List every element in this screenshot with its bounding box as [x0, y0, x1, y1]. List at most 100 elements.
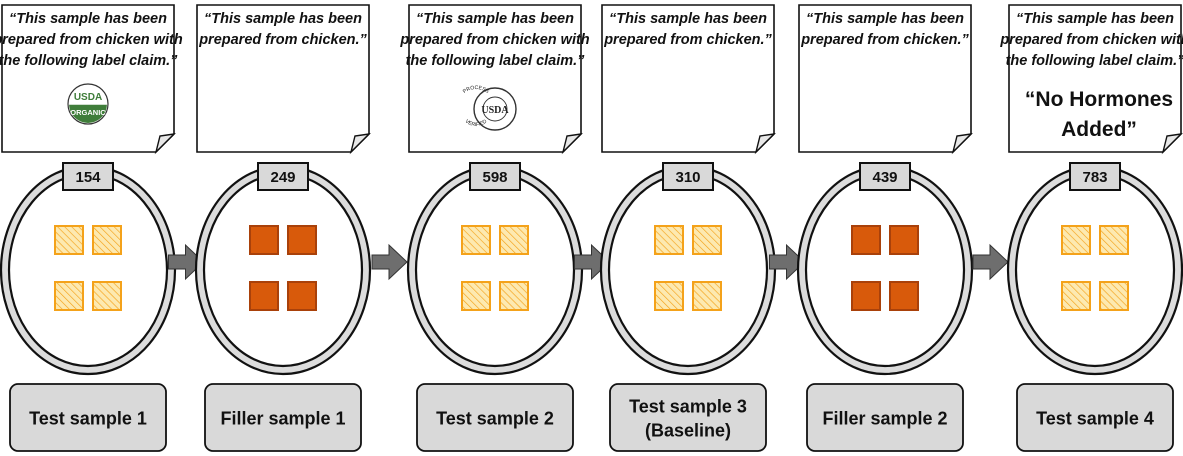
sample-name: Test sample 2: [436, 409, 554, 429]
sample-name: (Baseline): [645, 421, 731, 441]
folded-corner-icon: [1161, 133, 1183, 155]
sample-name: Test sample 1: [29, 409, 147, 429]
test-chicken-piece: [1061, 281, 1091, 311]
filler-chicken-piece: [851, 225, 881, 255]
next-step-arrow-icon: [769, 243, 806, 281]
sample-code-tag: [257, 162, 309, 191]
sample-code-tag: [62, 162, 114, 191]
next-step-arrow-icon: [972, 243, 1009, 281]
test-chicken-piece: [654, 225, 684, 255]
test-chicken-piece: [1099, 281, 1129, 311]
card-text-line: the following label claim.”: [0, 53, 178, 69]
sample-code-tag: [662, 162, 714, 191]
folded-corner-icon: [154, 133, 176, 155]
test-chicken-piece: [692, 281, 722, 311]
sample-code-tag: [859, 162, 911, 191]
folded-corner-icon: [754, 133, 776, 155]
card-text-line: “This sample has been: [806, 11, 964, 27]
claim-text-line: Added”: [1061, 118, 1137, 141]
plate-inner: [607, 172, 769, 368]
sample-step-4: “This sample has been prepared from chick…: [599, 4, 777, 452]
usda-organic-seal-icon: USDA ORGANIC: [67, 83, 109, 125]
filler-chicken-piece: [287, 281, 317, 311]
sample-code: 783: [1082, 169, 1107, 186]
plate-inner: [804, 172, 966, 368]
filler-chicken-piece: [287, 225, 317, 255]
sample-name: Filler sample 1: [220, 409, 345, 429]
card-text-line: the following label claim.”: [406, 53, 586, 69]
sample-name-box: [1016, 383, 1174, 452]
sample-name: Filler sample 2: [822, 409, 947, 429]
test-chicken-piece: [654, 281, 684, 311]
card-text-line: prepared from chicken with: [999, 32, 1183, 48]
test-chicken-piece: [54, 281, 84, 311]
filler-chicken-piece: [851, 281, 881, 311]
sample-step-6: “This sample has been prepared from chick…: [999, 4, 1183, 452]
test-chicken-piece: [461, 225, 491, 255]
sample-code: 310: [675, 169, 700, 186]
usda-text: USDA: [74, 92, 102, 103]
sample-code-tag: [1069, 162, 1121, 191]
process-arc-text: PROCESS: [462, 85, 491, 95]
card-text-line: the following label claim.”: [1006, 53, 1183, 69]
plate-inner: [414, 172, 576, 368]
card-text-line: prepared from chicken with: [0, 32, 183, 48]
sample-name: Test sample 3: [629, 397, 747, 417]
card-text-line: “This sample has been: [1016, 11, 1174, 27]
label-claim-card: [196, 4, 370, 153]
sample-name-box: [9, 383, 167, 452]
next-step-arrow-icon: [168, 243, 205, 281]
card-text-line: “This sample has been: [204, 11, 362, 27]
folded-corner-icon: [951, 133, 973, 155]
card-text-line: prepared from chicken.”: [198, 32, 367, 48]
sample-name-box: [204, 383, 362, 452]
card-text-line: prepared from chicken.”: [800, 32, 969, 48]
verified-arc-text: VERIFIED: [464, 118, 489, 128]
sample-code-tag: [469, 162, 521, 191]
usda-text: USDA: [481, 105, 509, 116]
sample-name-box: [806, 383, 964, 452]
filler-chicken-piece: [889, 225, 919, 255]
label-claim-card: [601, 4, 775, 153]
label-claim-card: [1, 4, 175, 153]
card-text-line: “This sample has been: [9, 11, 167, 27]
organic-text: ORGANIC: [70, 108, 106, 117]
sample-name-box: [416, 383, 574, 452]
card-text-line: prepared from chicken with: [399, 32, 589, 48]
usda-process-verified-seal-icon: PROCESS VERIFIED USDA: [462, 85, 517, 131]
next-step-arrow-icon: [371, 243, 408, 281]
plate-inner: [202, 172, 364, 368]
claim-text-line: “No Hormones: [1025, 88, 1173, 111]
label-claim-card: [798, 4, 972, 153]
plate-inner: [7, 172, 169, 368]
test-chicken-piece: [499, 281, 529, 311]
sample-code: 598: [482, 169, 507, 186]
sample-code: 249: [270, 169, 295, 186]
test-chicken-piece: [692, 225, 722, 255]
test-chicken-piece: [1099, 225, 1129, 255]
test-chicken-piece: [499, 225, 529, 255]
card-text-line: “This sample has been: [609, 11, 767, 27]
filler-chicken-piece: [889, 281, 919, 311]
test-chicken-piece: [54, 225, 84, 255]
test-chicken-piece: [461, 281, 491, 311]
test-chicken-piece: [92, 225, 122, 255]
sample-name: Test sample 4: [1036, 409, 1154, 429]
sample-name-box: [609, 383, 767, 452]
filler-chicken-piece: [249, 281, 279, 311]
sample-step-5: “This sample has been prepared from chick…: [796, 4, 974, 452]
sample-code: 439: [872, 169, 897, 186]
card-text-line: prepared from chicken.”: [603, 32, 772, 48]
sample-code: 154: [75, 169, 101, 186]
plate-inner: [1014, 172, 1176, 368]
folded-corner-icon: [349, 133, 371, 155]
test-chicken-piece: [92, 281, 122, 311]
folded-corner-icon: [561, 133, 583, 155]
sample-step-1: “This sample has been prepared from chick…: [0, 4, 183, 452]
sample-step-2: “This sample has been prepared from chick…: [194, 4, 372, 452]
sample-step-3: “This sample has been prepared from chick…: [399, 4, 590, 452]
card-text-line: “This sample has been: [416, 11, 574, 27]
filler-chicken-piece: [249, 225, 279, 255]
test-chicken-piece: [1061, 225, 1091, 255]
